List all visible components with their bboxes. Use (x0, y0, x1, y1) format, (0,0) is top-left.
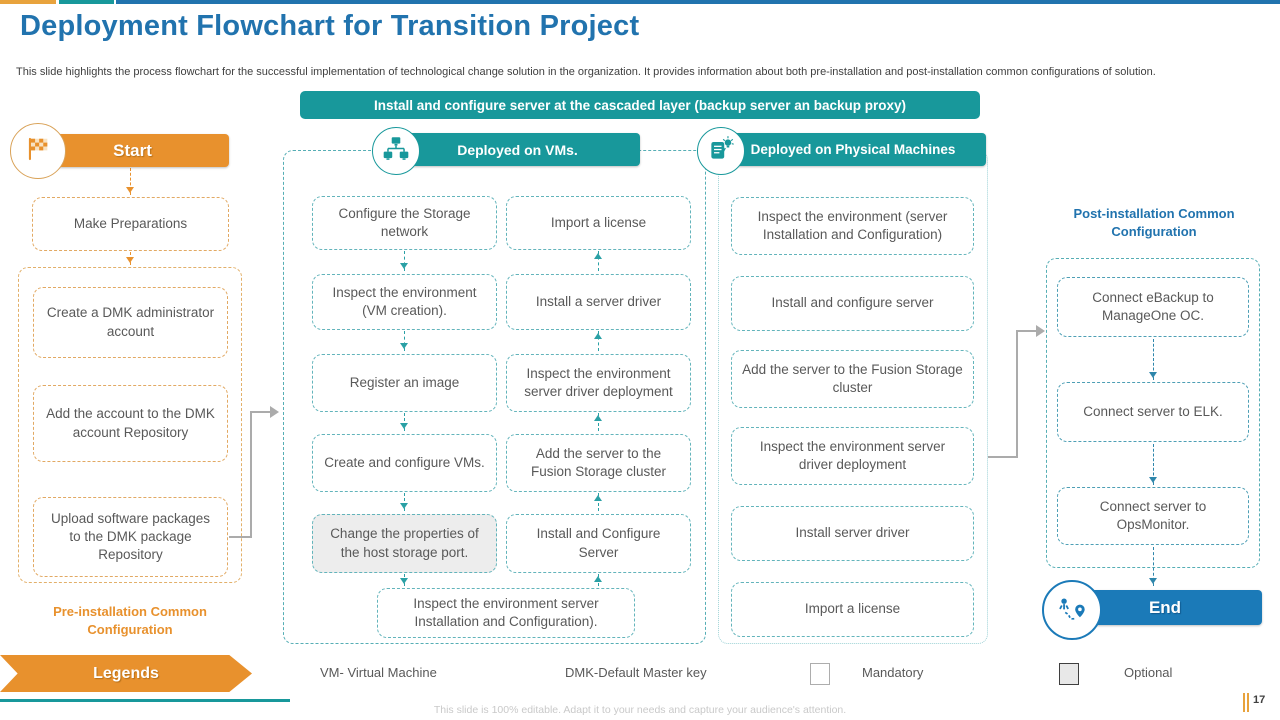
flow-step-box: Add the server to the Fusion Storage clu… (731, 350, 974, 408)
arrow-down (399, 331, 409, 351)
arrow-up (593, 251, 603, 271)
pre-install-caption: Pre-installation Common Configuration (53, 604, 207, 637)
flow-step-box: Inspect the environment server driver de… (506, 354, 691, 412)
flow-step-box: Install and configure server (731, 276, 974, 331)
page-title: Deployment Flowchart for Transition Proj… (20, 10, 640, 42)
arrow-down (399, 251, 409, 271)
flow-step-box: Create and configure VMs. (312, 434, 497, 492)
legend-vm: VM- Virtual Machine (320, 665, 437, 680)
legend-optional: Optional (1124, 665, 1173, 680)
connector-right-elbow (1016, 330, 1038, 332)
vm-header-circle (372, 127, 420, 175)
pre-install-group (18, 267, 242, 583)
page-number-bar (1243, 693, 1245, 712)
connector-left-elbow (229, 536, 252, 538)
arrow-up (593, 331, 603, 351)
connector-left-elbow (250, 411, 272, 413)
flow-step-box: Upload software packages to the DMK pack… (33, 497, 228, 577)
accent-bar-blue (116, 0, 1280, 4)
arrow-up (593, 413, 603, 431)
vm-group-header: Deployed on VMs. (395, 133, 640, 166)
flow-step-box: Connect server to ELK. (1057, 382, 1249, 442)
arrow-start-to-prep (125, 168, 135, 195)
optional-checkbox (1059, 663, 1079, 685)
arrow-down (399, 413, 409, 431)
post-install-caption: Post-installation Common Configuration (1073, 206, 1235, 239)
connector-right-elbow (988, 456, 1018, 458)
connector-right-arrowhead (1036, 325, 1051, 337)
flow-step-box: Register an image (312, 354, 497, 412)
flow-step-box: Inspect the environment (VM creation). (312, 274, 497, 330)
flow-step-box: Inspect the environment server Installat… (377, 588, 635, 638)
arrow-up (593, 493, 603, 511)
connector-left-arrowhead (270, 406, 285, 418)
arrow-down (1148, 444, 1158, 485)
connector-left-elbow (250, 412, 252, 538)
bottom-teal-line (0, 699, 290, 702)
arrow-up (593, 574, 603, 586)
legend-mandatory: Mandatory (862, 665, 924, 680)
physical-group-header: Deployed on Physical Machines (720, 133, 986, 166)
arrow-prep-to-group (125, 252, 135, 265)
flow-step-box: Configure the Storage network (312, 196, 497, 250)
flow-step-box: Change the properties of the host storag… (312, 514, 497, 573)
flow-step-box: Add the account to the DMK account Repos… (33, 385, 228, 462)
accent-bar-orange (0, 0, 56, 4)
flow-step-box: Add the server to the Fusion Storage clu… (506, 434, 691, 492)
arrow-down (399, 493, 409, 511)
editable-note: This slide is 100% editable. Adapt it to… (433, 704, 847, 716)
flow-step-box: Install a server driver (506, 274, 691, 330)
flow-step-box: Import a license (731, 582, 974, 637)
route-destination-icon (1055, 591, 1089, 630)
checkered-flag-icon (24, 135, 52, 168)
flow-step-box: Import a license (506, 196, 691, 250)
flow-step-box: Install server driver (731, 506, 974, 561)
page-number: 17 (1253, 694, 1266, 706)
flow-step-box: Install and Configure Server (506, 514, 691, 573)
legends-banner: Legends (0, 655, 252, 692)
start-banner: Start (36, 134, 229, 167)
flow-step-box: Connect server to OpsMonitor. (1057, 487, 1249, 545)
flow-step-box: Make Preparations (32, 197, 229, 251)
cascaded-layer-banner: Install and configure server at the casc… (300, 91, 980, 119)
page-number-bar (1247, 693, 1249, 712)
end-circle (1042, 580, 1102, 640)
connector-right-elbow (1016, 331, 1018, 458)
flow-step-box: Connect eBackup to ManageOne OC. (1057, 277, 1249, 337)
vm-network-icon (381, 134, 411, 169)
legend-dmk: DMK-Default Master key (565, 665, 707, 680)
accent-bar-teal (59, 0, 114, 4)
document-bulb-icon (706, 134, 736, 169)
physical-header-circle (697, 127, 745, 175)
flow-step-box: Create a DMK administrator account (33, 287, 228, 358)
arrow-down (399, 574, 409, 586)
flow-step-box: Inspect the environment server driver de… (731, 427, 974, 485)
flow-step-box: Inspect the environment (server Installa… (731, 197, 974, 255)
arrow-down (1148, 339, 1158, 380)
mandatory-checkbox (810, 663, 830, 685)
arrow-down (1148, 547, 1158, 586)
start-circle (10, 123, 66, 179)
slide-description: This slide highlights the process flowch… (16, 66, 1156, 78)
